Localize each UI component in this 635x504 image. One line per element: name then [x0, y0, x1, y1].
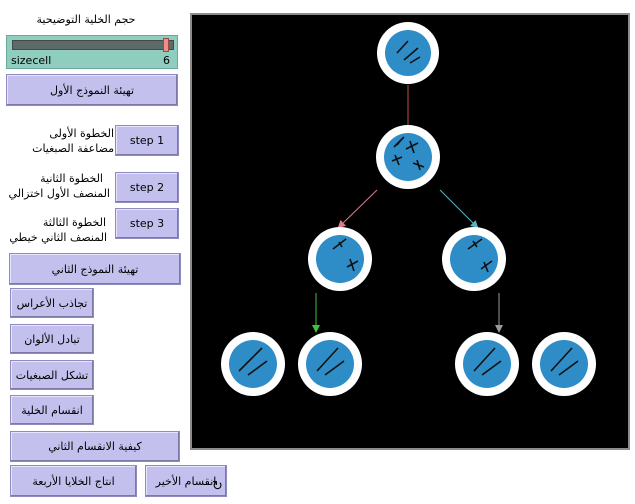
setup-model-1-button[interactable]: تهيئة النموذج الأول — [6, 74, 178, 106]
arrow-to-right-daughter — [439, 189, 479, 229]
slider-track[interactable] — [12, 40, 174, 50]
simulation-view[interactable] — [190, 13, 630, 450]
duplicated-cell — [376, 125, 440, 189]
gamete-cell-1 — [221, 332, 285, 396]
step2-label-line1: الخطوة الثانية — [40, 172, 103, 185]
arrow-to-left-daughter — [337, 189, 378, 229]
left-daughter-cell — [308, 227, 372, 291]
step1-label-line2: مضاعفة الصبغيات — [32, 142, 114, 155]
step3-label-line1: الخطوة الثالثة — [42, 216, 106, 229]
slider-name: sizecell — [11, 54, 52, 67]
step2-label-line2: المنصف الأول اختزالي — [8, 187, 110, 200]
gamete-cell-4 — [532, 332, 596, 396]
chromosome-formation-button[interactable]: تشكل الصبغيات — [10, 360, 94, 390]
cells-canvas — [221, 22, 596, 396]
attract-centromeres-button[interactable]: تجاذب الأعراس — [10, 288, 94, 318]
slider-value: 6 — [163, 54, 170, 67]
last-division-label: انقسام الأخير — [155, 474, 217, 488]
step3-label-line2: المنصف الثاني خيطي — [9, 231, 107, 244]
slider-title: حجم الخلية التوضيحية — [36, 13, 136, 26]
produce-four-cells-button[interactable]: انتاج الخلايا الأربعة — [10, 465, 137, 497]
last-division-button[interactable]: انقسام الأخير — [145, 465, 227, 497]
right-daughter-cell — [442, 227, 506, 291]
step2-button[interactable]: step 2 — [115, 172, 179, 203]
crossing-over-button[interactable]: تبادل الألوان — [10, 324, 94, 354]
step3-button[interactable]: step 3 — [115, 208, 179, 239]
forever-arrow-icon: ↻ — [212, 479, 223, 494]
step1-button[interactable]: step 1 — [115, 125, 179, 156]
slider-knob[interactable] — [163, 38, 170, 52]
setup-model-2-button[interactable]: تهيئة النموذج الثاني — [9, 253, 181, 285]
cell-division-button[interactable]: انقسام الخلية — [10, 395, 94, 425]
gamete-cell-2 — [298, 332, 362, 396]
step1-label-line1: الخطوة الأولى — [49, 127, 114, 140]
second-division-how-button[interactable]: كيفية الانقسام الثاني — [10, 431, 180, 462]
parent-cell — [377, 22, 439, 84]
gamete-cell-3 — [455, 332, 519, 396]
